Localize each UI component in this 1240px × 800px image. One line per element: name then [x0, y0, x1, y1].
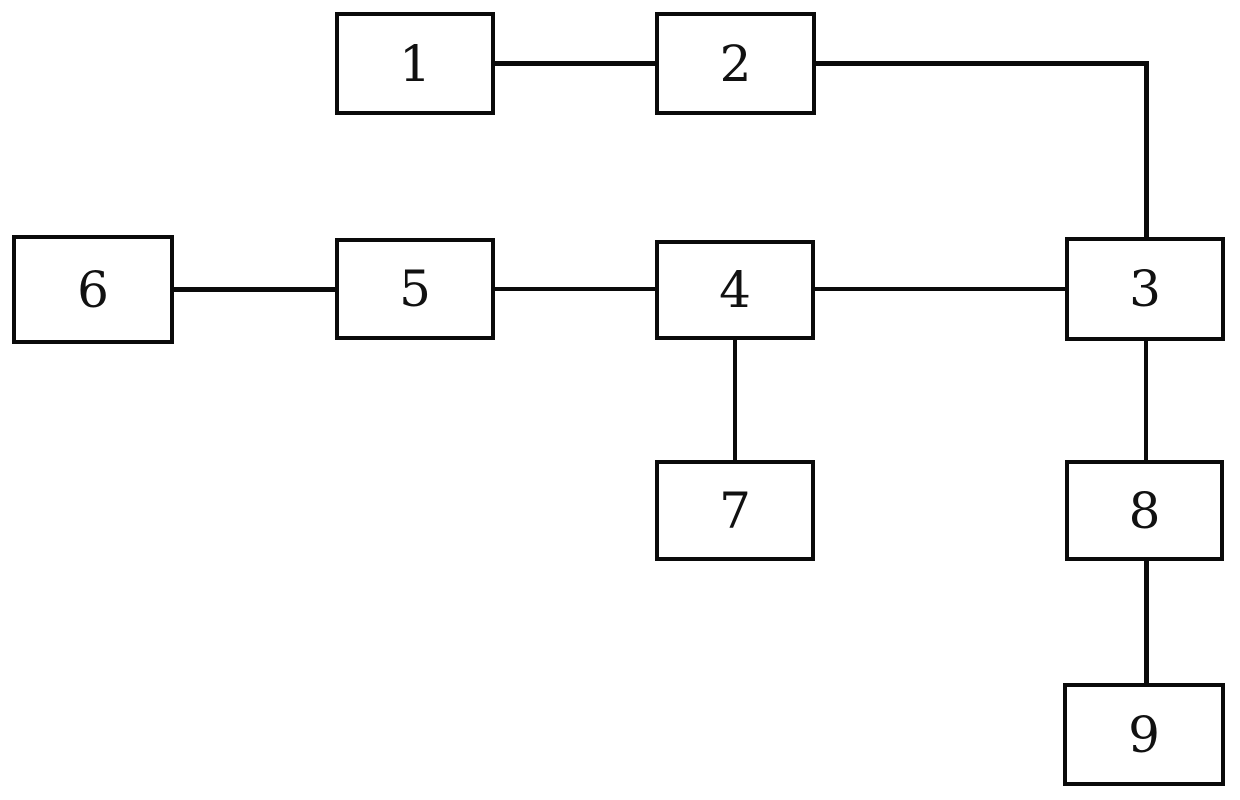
node-label-4: 4 — [719, 261, 751, 319]
node-label-5: 5 — [399, 260, 431, 318]
node-label-6: 6 — [77, 260, 109, 319]
node-label-2: 2 — [719, 34, 752, 93]
edge-1-2 — [495, 61, 655, 66]
diagram-node-3: 3 — [1065, 237, 1225, 341]
edge-4-3 — [815, 287, 1065, 291]
diagram-node-7: 7 — [655, 460, 815, 561]
diagram-node-4: 4 — [655, 240, 815, 340]
node-label-8: 8 — [1128, 481, 1161, 540]
diagram-node-5: 5 — [335, 238, 495, 340]
edge-8-9 — [1144, 561, 1149, 683]
diagram-node-2: 2 — [655, 12, 816, 115]
edge-2-3-vertical — [1144, 61, 1149, 237]
edge-5-4 — [495, 287, 655, 291]
edge-6-5 — [174, 287, 335, 292]
edge-3-8 — [1144, 341, 1148, 460]
node-label-1: 1 — [399, 34, 431, 93]
diagram-node-8: 8 — [1065, 460, 1224, 561]
diagram-node-1: 1 — [335, 12, 495, 115]
edge-4-7 — [733, 340, 737, 460]
diagram-node-6: 6 — [12, 235, 174, 344]
node-label-3: 3 — [1129, 260, 1161, 318]
node-label-7: 7 — [719, 481, 751, 540]
diagram-node-9: 9 — [1063, 683, 1225, 786]
edge-2-3-horizontal — [816, 61, 1149, 66]
node-label-9: 9 — [1128, 705, 1160, 764]
